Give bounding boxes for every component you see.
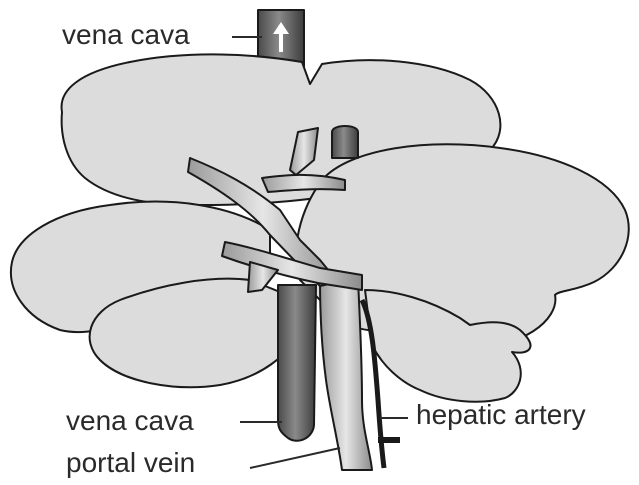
vena-cava-bottom-vessel <box>278 285 316 441</box>
right-upper-branch-vessel <box>262 175 345 192</box>
label-hepatic-artery: hepatic artery <box>416 400 586 430</box>
top-short-vessel <box>332 126 358 158</box>
label-vena-cava-bottom: vena cava <box>66 406 194 436</box>
leader-portal-vein <box>250 448 340 468</box>
label-portal-vein: portal vein <box>66 448 195 478</box>
label-vena-cava-top: vena cava <box>62 20 190 50</box>
